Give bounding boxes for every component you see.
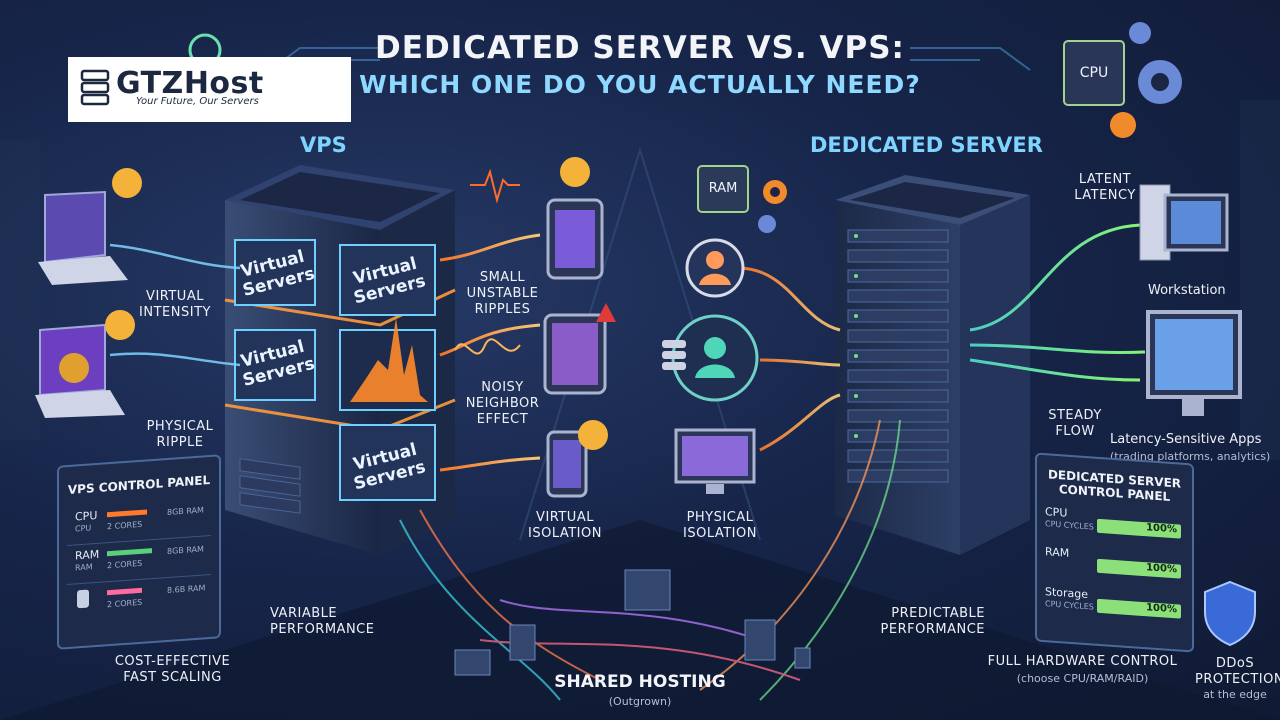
vps-server-tower [224, 165, 456, 555]
logo-tagline: Your Future, Our Servers [136, 96, 259, 107]
vps-heading: VPS [300, 133, 347, 157]
steady-flow-label: STEADY FLOW [1048, 408, 1102, 439]
laptop-top [38, 190, 128, 285]
noisy-neighbor-label: NOISY NEIGHBOR EFFECT [465, 380, 540, 427]
usage-bar: 100% [1097, 558, 1181, 579]
workstation-label: Workstation [1148, 283, 1226, 298]
shared-hosting-label: SHARED HOSTING [554, 672, 726, 692]
virtual-isolation-label: VIRTUAL ISOLATION [528, 510, 602, 541]
cpu-chip-icon: CPU [1063, 40, 1125, 106]
shared-hosting-sub: (Outgrown) [608, 695, 672, 708]
panel-row: RAM 100% [1045, 545, 1185, 591]
angry-emoji-icon [59, 353, 89, 383]
virtual-intensity-label: VIRTUAL INTENSITY [139, 289, 211, 320]
ddos-protection-label: DDoS PROTECTION [1195, 656, 1280, 687]
database-icon [77, 589, 89, 609]
usage-bar [107, 509, 147, 518]
latency-sensitive-label: Latency-Sensitive Apps [1110, 432, 1262, 447]
panel-title: DEDICATED SERVER CONTROL PANEL [1047, 467, 1182, 504]
vps-control-panel: VPS CONTROL PANEL CPU CPU 2 CORES 8GB RA… [57, 454, 221, 650]
laptop-bottom [35, 323, 125, 418]
frowning-emoji-icon [578, 420, 608, 450]
cost-effective-label: COST-EFFECTIVE FAST SCALING [114, 654, 231, 685]
sad-emoji-icon [560, 157, 590, 187]
variable-performance-label: VARIABLE PERFORMANCE [270, 606, 375, 637]
gtzhost-logo [68, 57, 351, 122]
physical-ripple-label: PHYSICAL RIPPLE [146, 419, 214, 450]
logo-name: GTZHost [116, 66, 264, 101]
full-hardware-control-label: FULL HARDWARE CONTROL [987, 654, 1178, 669]
usage-bar [107, 548, 152, 557]
usage-bar: 100% [1097, 518, 1181, 539]
worried-emoji-icon [112, 168, 142, 198]
server-stack-icon [80, 69, 110, 106]
latent-latency-label: LATENT LATENCY [1074, 172, 1136, 203]
dedicated-server-tower [835, 175, 1030, 555]
small-unstable-ripples-label: SMALL UNSTABLE RIPPLES [466, 270, 539, 317]
panel-row: CPU CPU CYCLES 100% [1045, 505, 1185, 551]
usage-bar: 100% [1097, 598, 1181, 619]
dedicated-control-panel: DEDICATED SERVER CONTROL PANEL CPU CPU C… [1035, 452, 1194, 653]
ram-chip-icon: RAM [697, 165, 749, 213]
predictable-performance-label: PREDICTABLE PERFORMANCE [880, 606, 985, 637]
usage-bar [107, 587, 142, 596]
main-title: DEDICATED SERVER VS. VPS: [375, 30, 905, 66]
panel-title: VPS CONTROL PANEL [67, 473, 211, 497]
panel-row: Storage CPU CYCLES 100% [1045, 585, 1185, 631]
worried-emoji-icon [105, 310, 135, 340]
ddos-protection-sub: at the edge [1203, 688, 1267, 701]
physical-isolation-label: PHYSICAL ISOLATION [683, 510, 757, 541]
dedicated-heading: DEDICATED SERVER [810, 133, 1043, 157]
full-hardware-control-sub: (choose CPU/RAM/RAID) [1016, 672, 1149, 685]
subtitle: WHICH ONE DO YOU ACTUALLY NEED? [359, 70, 921, 99]
